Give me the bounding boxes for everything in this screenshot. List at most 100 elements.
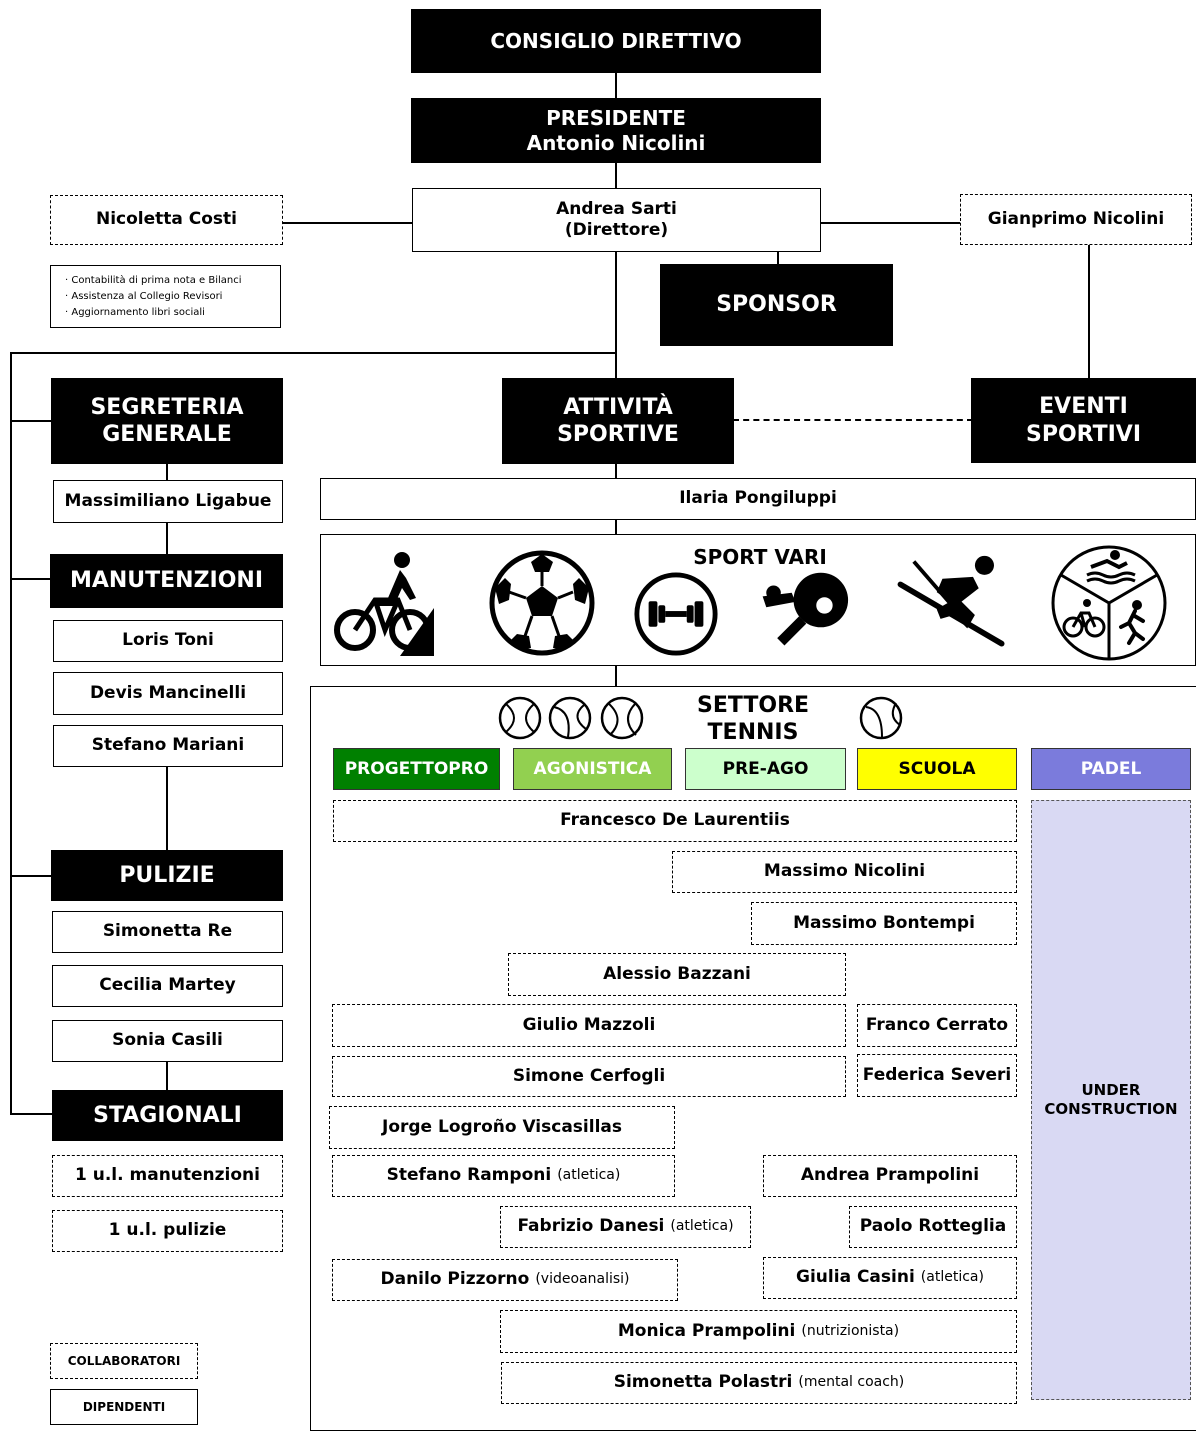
coach-note: (atletica) xyxy=(920,1269,984,1286)
legend-collaboratori: COLLABORATORI xyxy=(50,1343,198,1379)
connector xyxy=(615,462,617,480)
connector xyxy=(10,578,52,580)
coach-note: (atletica) xyxy=(670,1218,734,1235)
coach-note: (atletica) xyxy=(557,1167,621,1184)
coach-box: Stefano Ramponi (atletica) xyxy=(332,1155,675,1197)
coach-box: Federica Severi xyxy=(857,1054,1017,1097)
coach-name: Alessio Bazzani xyxy=(603,963,751,984)
staff-box: Simonetta Re xyxy=(52,911,283,953)
connector xyxy=(10,352,617,354)
connector xyxy=(166,766,168,851)
eventi-sportivi-box: EVENTI SPORTIVI xyxy=(971,378,1196,463)
triathlon-icon xyxy=(1051,545,1167,661)
task-item: · Assistenza al Collegio Revisori xyxy=(65,290,223,302)
coach-name: Federica Severi xyxy=(862,1064,1012,1085)
staff-box: Devis Mancinelli xyxy=(53,672,283,715)
soccer-ball-icon xyxy=(489,550,595,656)
connector xyxy=(166,522,168,555)
coach-name: Stefano Ramponi xyxy=(386,1165,552,1186)
staff-box: Cecilia Martey xyxy=(52,965,283,1007)
padel-note-line1: UNDER xyxy=(1081,1081,1141,1100)
coach-name: Massimo Nicolini xyxy=(763,861,926,882)
direttore-box: Andrea Sarti (Direttore) xyxy=(412,188,821,252)
settore-tennis-title: SETTORE TENNIS xyxy=(696,692,810,746)
coach-name: Danilo Pizzorno xyxy=(380,1269,530,1290)
coach-box: Alessio Bazzani xyxy=(508,953,846,996)
connector xyxy=(10,1113,52,1115)
presidente-name: Antonio Nicolini xyxy=(526,130,706,155)
padel-area: UNDER CONSTRUCTION xyxy=(1031,800,1191,1400)
staff-box: Sonia Casili xyxy=(52,1020,283,1062)
coach-name: Jorge Logroño Viscasillas xyxy=(382,1116,622,1137)
ilaria-pongiluppi-box: Ilaria Pongiluppi xyxy=(320,478,1196,520)
coach-name: Francesco De Laurentiis xyxy=(560,810,790,831)
connector xyxy=(615,518,617,536)
cyclist-icon xyxy=(334,552,434,656)
staff-box: 1 u.l. pulizie xyxy=(52,1210,283,1252)
coach-note: (videoanalisi) xyxy=(535,1271,630,1288)
coach-name: Simone Cerfogli xyxy=(512,1065,666,1086)
manutenzioni-box: MANUTENZIONI xyxy=(50,554,283,608)
tab-progettopro[interactable]: PROGETTOPRO xyxy=(333,748,500,790)
coach-box: Jorge Logroño Viscasillas xyxy=(329,1106,675,1149)
tennis-balls-icon xyxy=(498,696,644,740)
tab-padel[interactable]: PADEL xyxy=(1031,748,1191,790)
coach-box: Franco Cerrato xyxy=(857,1004,1017,1047)
coach-note: (nutrizionista) xyxy=(801,1322,900,1339)
presidente-title: PRESIDENTE xyxy=(546,105,686,130)
coach-box: Danilo Pizzorno (videoanalisi) xyxy=(332,1259,678,1301)
attivita-sportive-box: ATTIVITÀ SPORTIVE xyxy=(502,378,734,464)
connector xyxy=(615,72,617,100)
coach-box: Paolo Rotteglia xyxy=(849,1206,1017,1248)
coach-box: Fabrizio Danesi(atletica) xyxy=(500,1206,751,1248)
eventi-line2: SPORTIVI xyxy=(1025,421,1142,447)
connector xyxy=(1088,245,1090,380)
stagionali-box: STAGIONALI xyxy=(52,1090,283,1141)
connector xyxy=(820,222,962,224)
tab-agonistica[interactable]: AGONISTICA xyxy=(513,748,672,790)
direttore-name: Andrea Sarti xyxy=(556,198,677,219)
sponsor-box: SPONSOR xyxy=(660,264,893,346)
dumbbell-icon xyxy=(634,572,718,656)
coach-name: Paolo Rotteglia xyxy=(859,1216,1007,1237)
coach-box: Francesco De Laurentiis xyxy=(333,800,1017,842)
legend-dipendenti: DIPENDENTI xyxy=(50,1389,198,1425)
coach-name: Giulio Mazzoli xyxy=(522,1014,656,1035)
sport-vari-title: SPORT VARI xyxy=(693,544,827,569)
gianprimo-nicolini-box: Gianprimo Nicolini xyxy=(960,194,1192,245)
coach-name: Andrea Prampolini xyxy=(800,1165,980,1186)
tab-scuola[interactable]: SCUOLA xyxy=(857,748,1017,790)
coach-box: Massimo Nicolini xyxy=(672,851,1017,893)
skier-icon xyxy=(897,555,1005,647)
coach-name: Giulia Casini xyxy=(796,1267,915,1288)
connector xyxy=(10,875,52,877)
segreteria-line2: GENERALE xyxy=(102,422,232,447)
coach-name: Simonetta Polastri xyxy=(613,1372,793,1393)
coach-box: Massimo Bontempi xyxy=(751,902,1017,945)
nicoletta-tasks-box: · Contabilità di prima nota e Bilanci · … xyxy=(50,265,281,328)
task-item: · Aggiornamento libri sociali xyxy=(65,306,205,318)
nicoletta-costi-box: Nicoletta Costi xyxy=(50,195,283,245)
coach-name: Franco Cerrato xyxy=(865,1014,1009,1035)
connector xyxy=(777,250,779,266)
tab-pre-ago[interactable]: PRE-AGO xyxy=(685,748,846,790)
connector xyxy=(10,420,52,422)
connector xyxy=(166,1060,168,1090)
connector xyxy=(10,352,12,1115)
coach-box: Simone Cerfogli xyxy=(332,1056,846,1097)
direttore-role: (Direttore) xyxy=(564,220,669,240)
staff-box: Massimiliano Ligabue xyxy=(53,480,283,523)
segreteria-line1: SEGRETERIA xyxy=(90,394,244,420)
coach-box: Giulia Casini (atletica) xyxy=(763,1257,1017,1299)
connector xyxy=(615,665,617,687)
coach-box: Monica Prampolini(nutrizionista) xyxy=(500,1310,1017,1353)
connector xyxy=(166,462,168,484)
ping-pong-icon xyxy=(762,572,849,646)
task-item: · Contabilità di prima nota e Bilanci xyxy=(65,274,242,286)
coach-name: Massimo Bontempi xyxy=(793,912,975,933)
coach-box: Giulio Mazzoli xyxy=(332,1004,846,1047)
staff-box: 1 u.l. manutenzioni xyxy=(52,1155,283,1197)
coach-box: Simonetta Polastri(mental coach) xyxy=(501,1362,1017,1404)
consiglio-direttivo-box: CONSIGLIO DIRETTIVO xyxy=(411,9,821,73)
coach-box: Andrea Prampolini xyxy=(763,1155,1017,1197)
